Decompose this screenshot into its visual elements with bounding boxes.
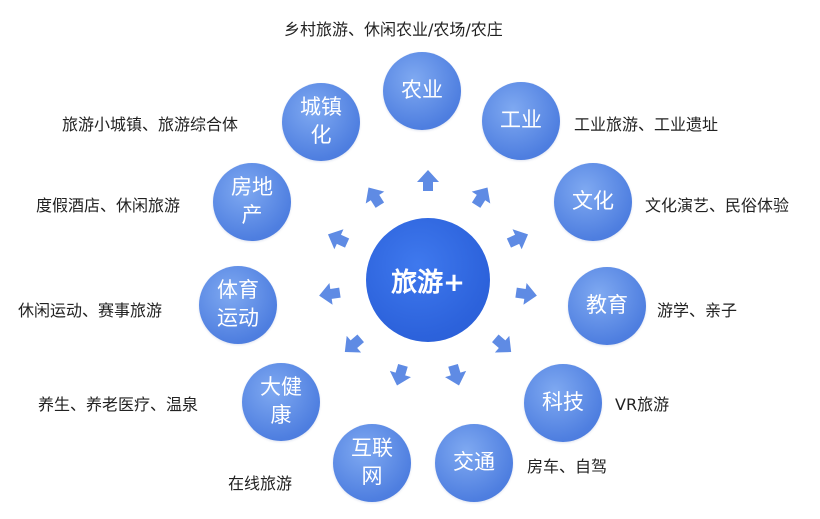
desc-real-estate: 度假酒店、休闲旅游	[36, 196, 181, 215]
arrow-icon	[417, 170, 439, 191]
desc-urbanization: 旅游小城镇、旅游综合体	[62, 115, 239, 134]
node-technology: 科技	[524, 364, 602, 442]
arrow-icon	[327, 229, 350, 250]
node-internet: 互联网	[333, 424, 411, 502]
desc-technology: VR旅游	[615, 395, 670, 414]
node-label-real-estate: 房地产	[231, 175, 273, 227]
node-agriculture: 农业	[383, 52, 461, 130]
node-urbanization: 城镇化	[282, 83, 360, 161]
node-health: 大健康	[242, 363, 320, 441]
node-label-culture: 文化	[572, 189, 614, 214]
arrow-icon	[506, 229, 529, 250]
center-label: 旅游+	[391, 267, 465, 298]
desc-culture: 文化演艺、民俗体验	[645, 196, 790, 215]
node-industry: 工业	[482, 82, 560, 160]
center-node: 旅游+	[366, 218, 490, 342]
arrow-icon	[445, 363, 467, 386]
node-education: 教育	[568, 267, 646, 345]
arrow-icon	[515, 283, 537, 305]
desc-agriculture: 乡村旅游、休闲农业/农场/农庄	[284, 20, 503, 39]
desc-education: 游学、亲子	[657, 301, 738, 320]
arrow-icon	[365, 187, 385, 208]
arrow-icon	[344, 334, 364, 353]
node-label-education: 教育	[586, 293, 628, 318]
node-label-agriculture: 农业	[401, 78, 443, 103]
desc-internet: 在线旅游	[228, 474, 293, 493]
node-transport: 交通	[435, 424, 513, 502]
node-label-health: 大健康	[260, 375, 302, 427]
desc-health: 养生、养老医疗、温泉	[38, 395, 199, 414]
desc-transport: 房车、自驾	[527, 457, 608, 476]
node-label-technology: 科技	[542, 390, 584, 415]
arrow-icon	[389, 363, 411, 386]
node-real-estate: 房地产	[213, 163, 291, 241]
node-label-sports: 体育运动	[217, 278, 259, 330]
arrow-icon	[471, 187, 491, 208]
node-label-industry: 工业	[500, 108, 542, 133]
node-label-internet: 互联网	[351, 436, 393, 488]
node-sports: 体育运动	[199, 266, 277, 344]
node-label-transport: 交通	[453, 450, 495, 475]
arrow-icon	[319, 283, 341, 305]
desc-industry: 工业旅游、工业遗址	[574, 115, 719, 134]
desc-sports: 休闲运动、赛事旅游	[18, 301, 163, 320]
arrow-icon	[492, 334, 512, 353]
node-culture: 文化	[554, 163, 632, 241]
node-label-urbanization: 城镇化	[300, 95, 342, 147]
